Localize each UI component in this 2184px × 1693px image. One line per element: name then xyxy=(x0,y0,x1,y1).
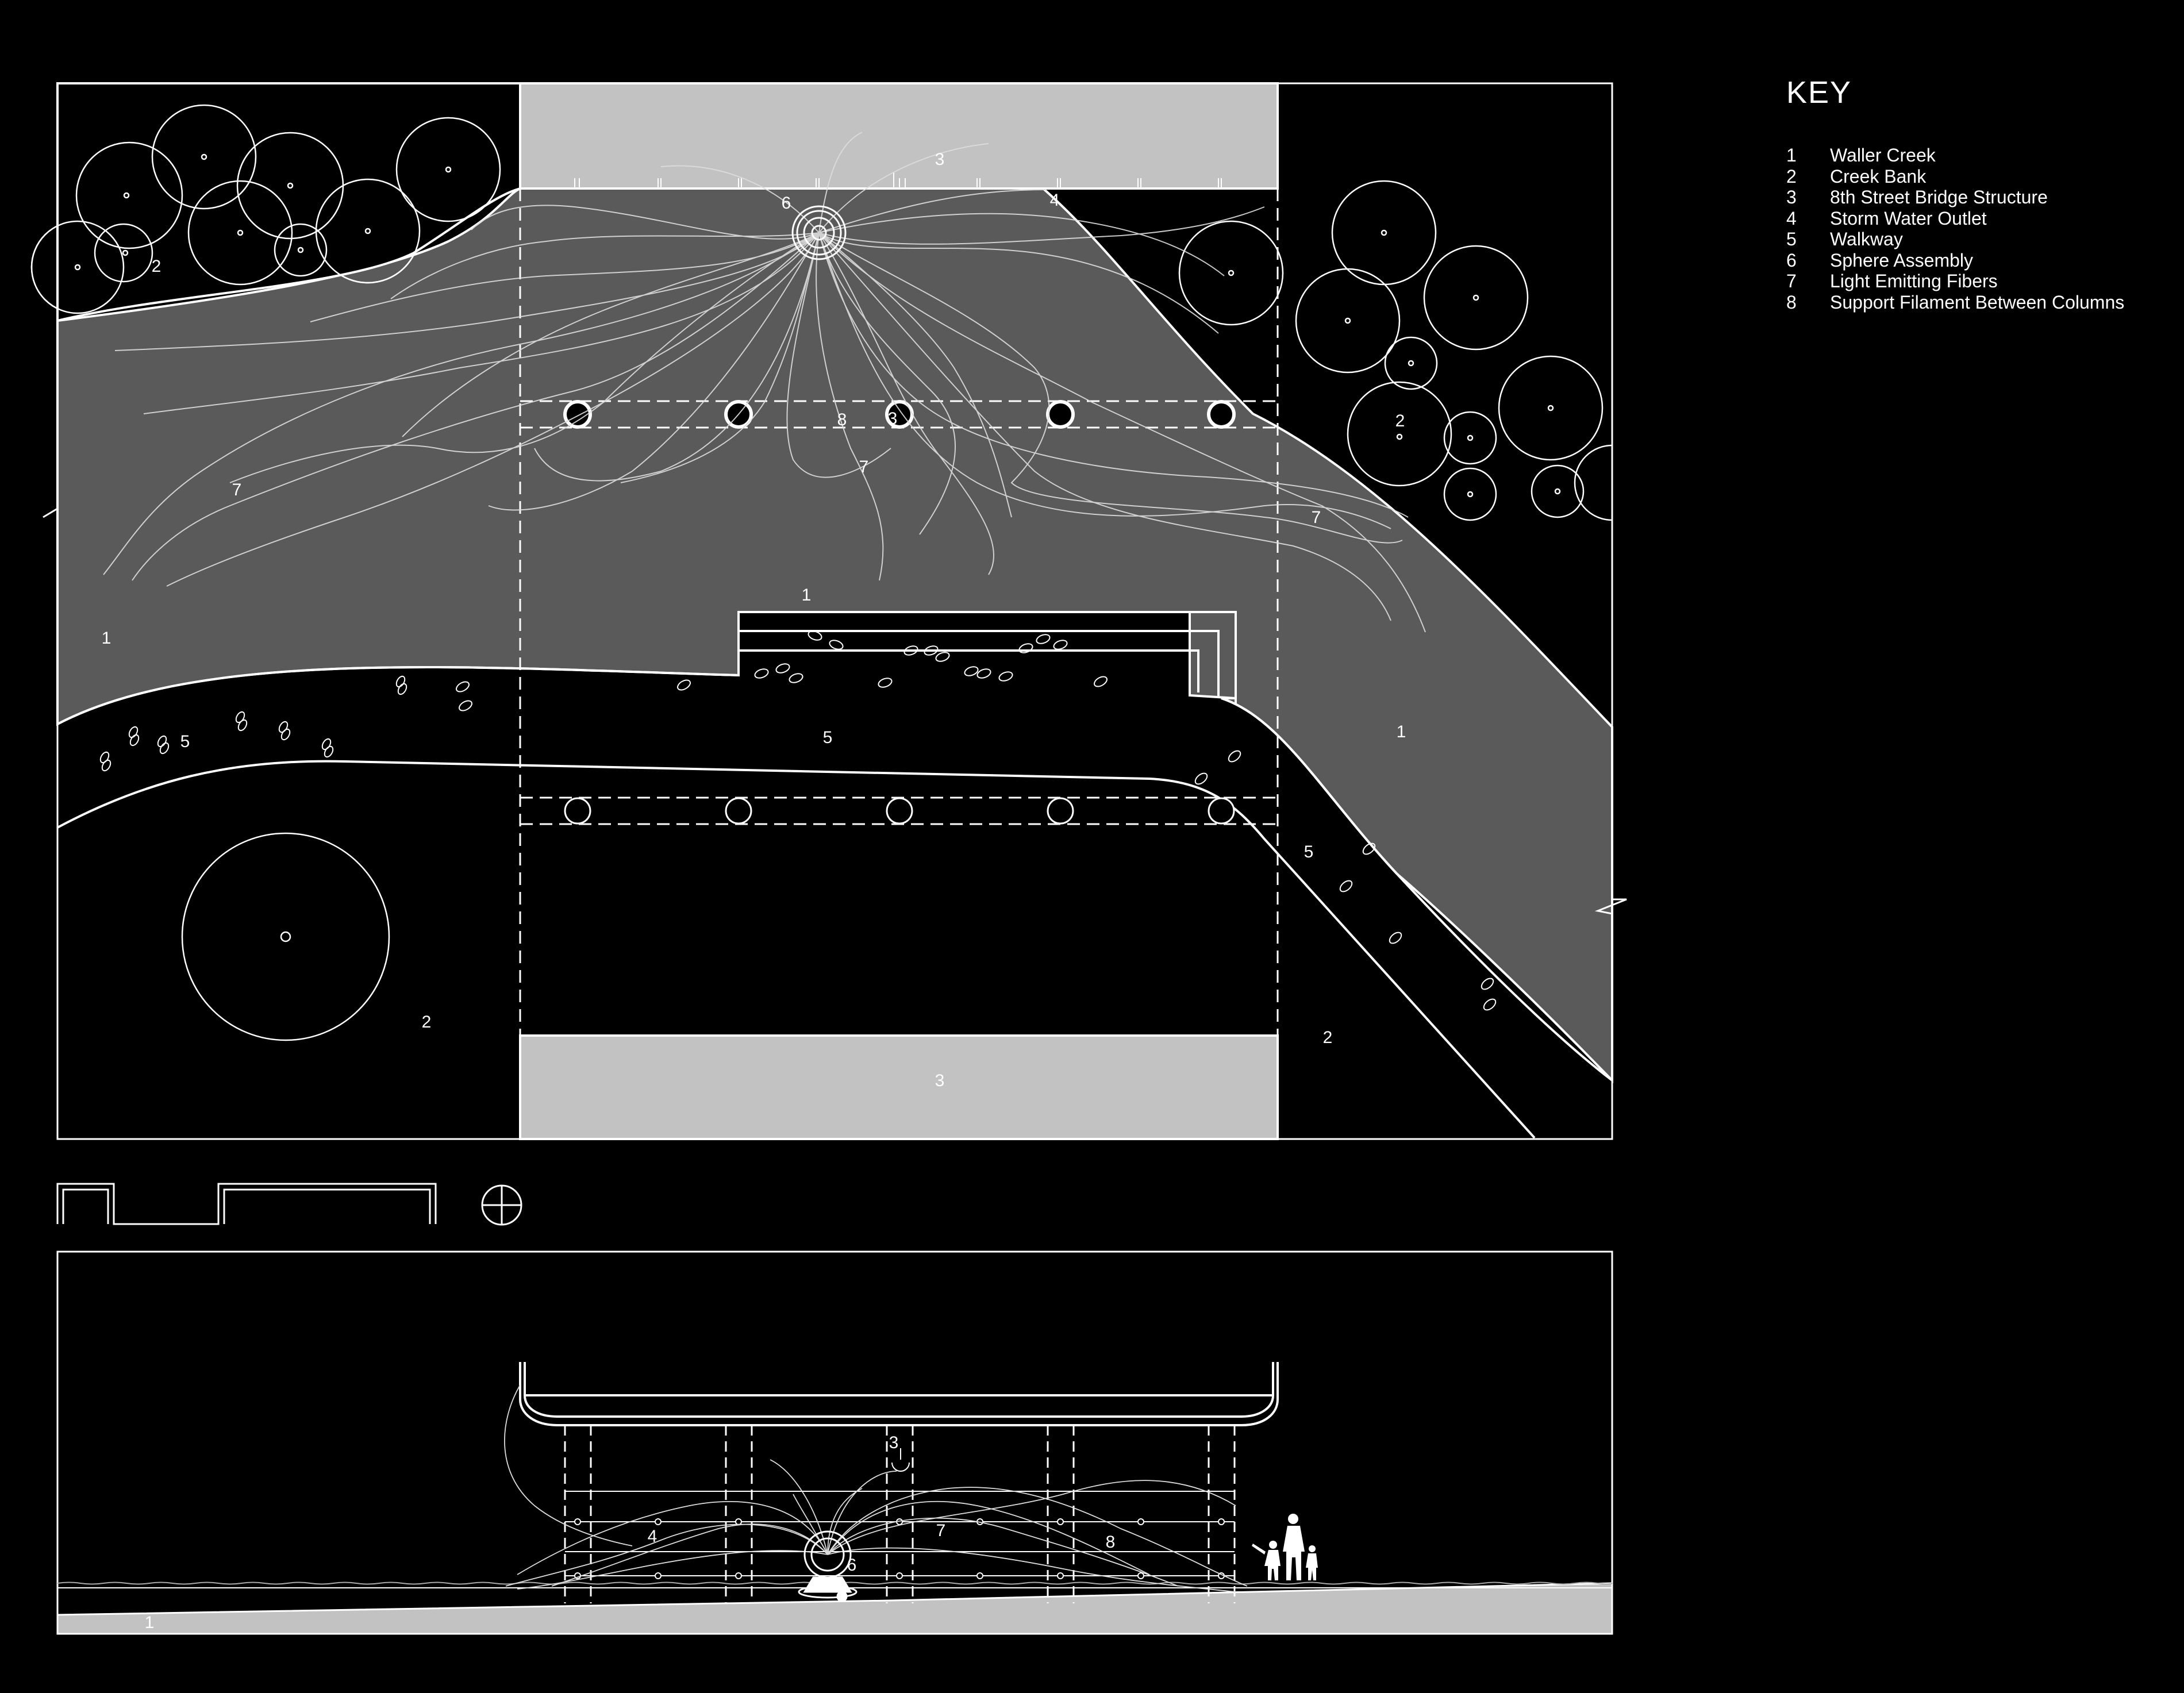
label-creek-bank-2c: 2 xyxy=(422,1013,432,1032)
section-columns xyxy=(564,1425,1236,1603)
break-mark-left xyxy=(43,507,59,523)
label-bridge-3c: 3 xyxy=(935,1071,945,1090)
filament-nodes xyxy=(574,1518,1225,1579)
legend-item: 7 Light Emitting Fibers xyxy=(1786,271,2124,292)
legend-item: 5 Walkway xyxy=(1786,229,2124,250)
label-bridge-3a: 3 xyxy=(935,150,945,169)
legend-item: 4 Storm Water Outlet xyxy=(1786,208,2124,229)
people-silhouettes xyxy=(1252,1514,1318,1580)
north-arrow-icon xyxy=(481,1184,522,1226)
tree-bottom-left xyxy=(181,832,390,1041)
label-waller-creek-1a: 1 xyxy=(102,629,111,648)
light-fibers-section xyxy=(504,1384,1248,1592)
label-walkway-5b: 5 xyxy=(823,728,833,747)
walkway-right-edge xyxy=(1221,697,1613,1082)
storm-water-outlet xyxy=(739,611,1237,704)
bridge-structure-bottom xyxy=(519,1034,1279,1140)
section-label-4: 4 xyxy=(648,1527,657,1546)
columns-top-row xyxy=(563,400,1236,429)
label-creek-bank-2d: 2 xyxy=(1323,1028,1333,1047)
trees-left-overlay xyxy=(30,104,501,314)
section-view: 1 3 4 6 7 8 xyxy=(56,1250,1613,1635)
columns-bottom-row xyxy=(564,797,1235,825)
legend-item-number: 3 xyxy=(1786,187,1797,207)
legend-item-number: 4 xyxy=(1786,207,1797,229)
section-label-3: 3 xyxy=(889,1433,899,1452)
legend-item-number: 7 xyxy=(1786,271,1797,291)
legend-item-label: Sphere Assembly xyxy=(1830,249,1974,271)
plan-view: 1 1 1 2 2 2 2 3 3 3 4 5 5 5 6 7 7 7 8 xyxy=(30,82,1627,1140)
legend-item-label: Light Emitting Fibers xyxy=(1830,271,1998,291)
sphere-assembly-section xyxy=(798,1530,858,1602)
legend-item: 2 Creek Bank xyxy=(1786,166,2124,187)
trees-right xyxy=(1178,180,1613,521)
sphere-assembly-plan xyxy=(791,205,847,260)
label-outlet-4: 4 xyxy=(1050,191,1060,210)
legend-item-number: 6 xyxy=(1786,249,1797,271)
plan-labels: 1 1 1 2 2 2 2 3 3 3 4 5 5 5 6 7 7 7 8 xyxy=(102,150,1406,1090)
waller-creek-water xyxy=(56,187,1613,1083)
walkway-footprints xyxy=(99,630,1497,1011)
bridge-deck-section xyxy=(519,1362,1279,1426)
legend-item-number: 2 xyxy=(1786,166,1797,187)
legend-item: 8 Support Filament Between Columns xyxy=(1786,292,2124,313)
legend-item-number: 8 xyxy=(1786,291,1797,313)
section-label-7: 7 xyxy=(936,1521,946,1540)
legend-item-label: 8th Street Bridge Structure xyxy=(1830,187,2048,207)
storm-outlet-section xyxy=(891,1448,910,1472)
legend-item-number: 5 xyxy=(1786,229,1797,249)
deck-ticks xyxy=(574,172,1222,188)
label-walkway-5c: 5 xyxy=(1304,842,1314,861)
legend-item: 3 8th Street Bridge Structure xyxy=(1786,187,2124,208)
section-label-8: 8 xyxy=(1106,1533,1116,1552)
legend-key: KEY 1 Waller Creek 2 Creek Bank 3 8th Stree… xyxy=(1786,75,2124,313)
bridge-structure-top xyxy=(519,82,1279,190)
label-creek-bank-2b: 2 xyxy=(1395,411,1405,430)
break-mark-right xyxy=(1594,898,1627,915)
label-fibers-7a: 7 xyxy=(232,480,242,499)
legend-item: 6 Sphere Assembly xyxy=(1786,250,2124,271)
legend-item-label: Creek Bank xyxy=(1830,166,1927,187)
label-sphere-6: 6 xyxy=(782,194,791,213)
label-creek-bank-2a: 2 xyxy=(152,257,162,276)
label-waller-creek-1c: 1 xyxy=(1397,722,1406,741)
legend-list: 1 Waller Creek 2 Creek Bank 3 8th Street Br… xyxy=(1786,145,2124,313)
legend-title: KEY xyxy=(1786,75,1852,110)
label-walkway-5a: 5 xyxy=(180,732,190,751)
label-fibers-7c: 7 xyxy=(1312,508,1321,527)
plan-frame xyxy=(56,82,1613,1140)
section-labels: 1 3 4 6 7 8 xyxy=(145,1433,1116,1632)
legend-item-number: 1 xyxy=(1786,145,1797,166)
legend-item-label: Waller Creek xyxy=(1830,145,1936,166)
label-waller-creek-1b: 1 xyxy=(802,586,812,605)
label-filament-8: 8 xyxy=(837,410,847,429)
section-label-6: 6 xyxy=(847,1556,857,1575)
section-label-1: 1 xyxy=(145,1613,155,1632)
scale-bar xyxy=(56,1183,437,1225)
light-fibers-plan xyxy=(103,132,1426,633)
label-fibers-7b: 7 xyxy=(859,457,869,476)
legend-item-label: Support Filament Between Columns xyxy=(1830,291,2125,313)
legend-item-label: Storm Water Outlet xyxy=(1830,207,1987,229)
label-bridge-3b: 3 xyxy=(888,409,898,428)
legend-item-label: Walkway xyxy=(1830,229,1903,249)
walkway-upper-edge xyxy=(57,666,739,725)
legend-item: 1 Waller Creek xyxy=(1786,145,2124,166)
